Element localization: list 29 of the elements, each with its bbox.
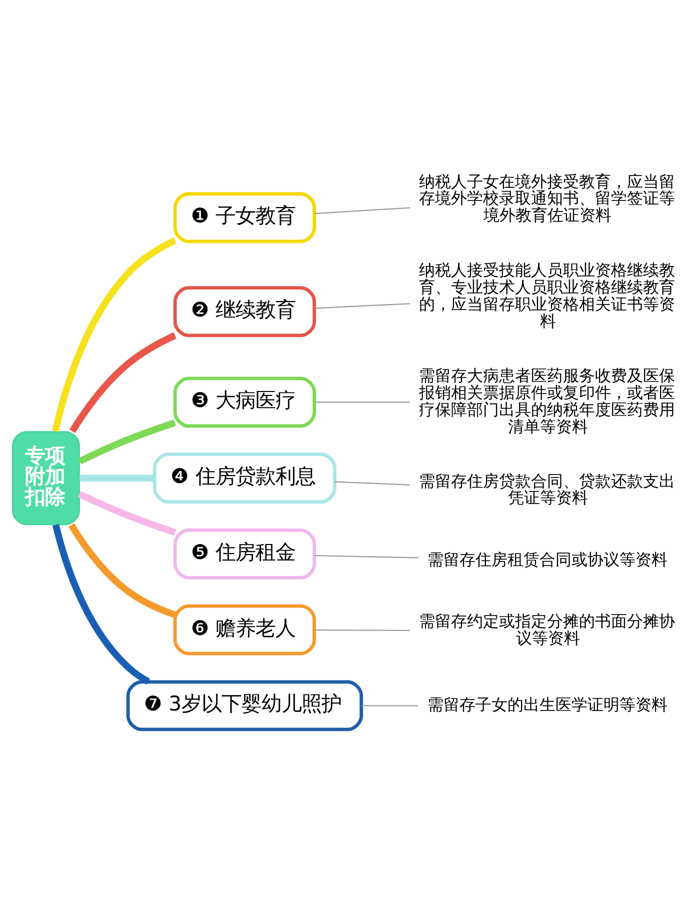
node-text: 需留存住房租赁合同或协议等资料 bbox=[428, 549, 668, 568]
connector bbox=[78, 419, 176, 464]
node-text: 需留存约定或指定分摊的书面分摊协议等资料 bbox=[419, 611, 676, 648]
connector bbox=[52, 236, 177, 432]
node-text: 纳税人子女在境外接受教育，应当留存境外学校录取通知书、留学签证等境外教育佐证资料 bbox=[419, 171, 676, 224]
node-box: ❻ 赡养老人 bbox=[173, 604, 316, 655]
node-box: ❹ 住房贷款利息 bbox=[152, 452, 336, 504]
connector bbox=[314, 629, 410, 630]
connector bbox=[80, 474, 154, 481]
connector bbox=[314, 554, 418, 558]
node-box: ❺ 住房租金 bbox=[173, 528, 316, 579]
connector bbox=[334, 480, 410, 485]
node-box: ❼ 3岁以下婴幼儿照护 bbox=[126, 680, 364, 731]
node-text: 需留存大病患者医药服务收费及医保报销相关票据原件或复印件，或者医疗保障部门出具的纳税年度医药费用清单等资料 bbox=[419, 365, 676, 436]
node-box: ❶ 子女教育 bbox=[173, 192, 316, 243]
connector bbox=[68, 522, 176, 618]
connector bbox=[69, 332, 176, 433]
connector bbox=[314, 302, 410, 308]
node-text: 需留存住房贷款合同、贷款还款支出凭证等资料 bbox=[419, 470, 676, 507]
node-text: 需留存子女的出生医学证明等资料 bbox=[428, 694, 668, 714]
connector bbox=[314, 206, 410, 214]
connector bbox=[362, 704, 418, 706]
node-box: ❷ 继续教育 bbox=[173, 286, 316, 337]
node-box: 专项附加扣除 bbox=[12, 430, 80, 525]
node-text: 纳税人接受技能人员职业资格继续教育、专业技术人员职业资格继续教育的，应当留存职业资格相关证书等资料 bbox=[419, 260, 676, 330]
node-box: ❸ 大病医疗 bbox=[173, 376, 316, 428]
connector bbox=[52, 524, 150, 684]
connector bbox=[78, 490, 176, 536]
connector bbox=[314, 401, 410, 402]
